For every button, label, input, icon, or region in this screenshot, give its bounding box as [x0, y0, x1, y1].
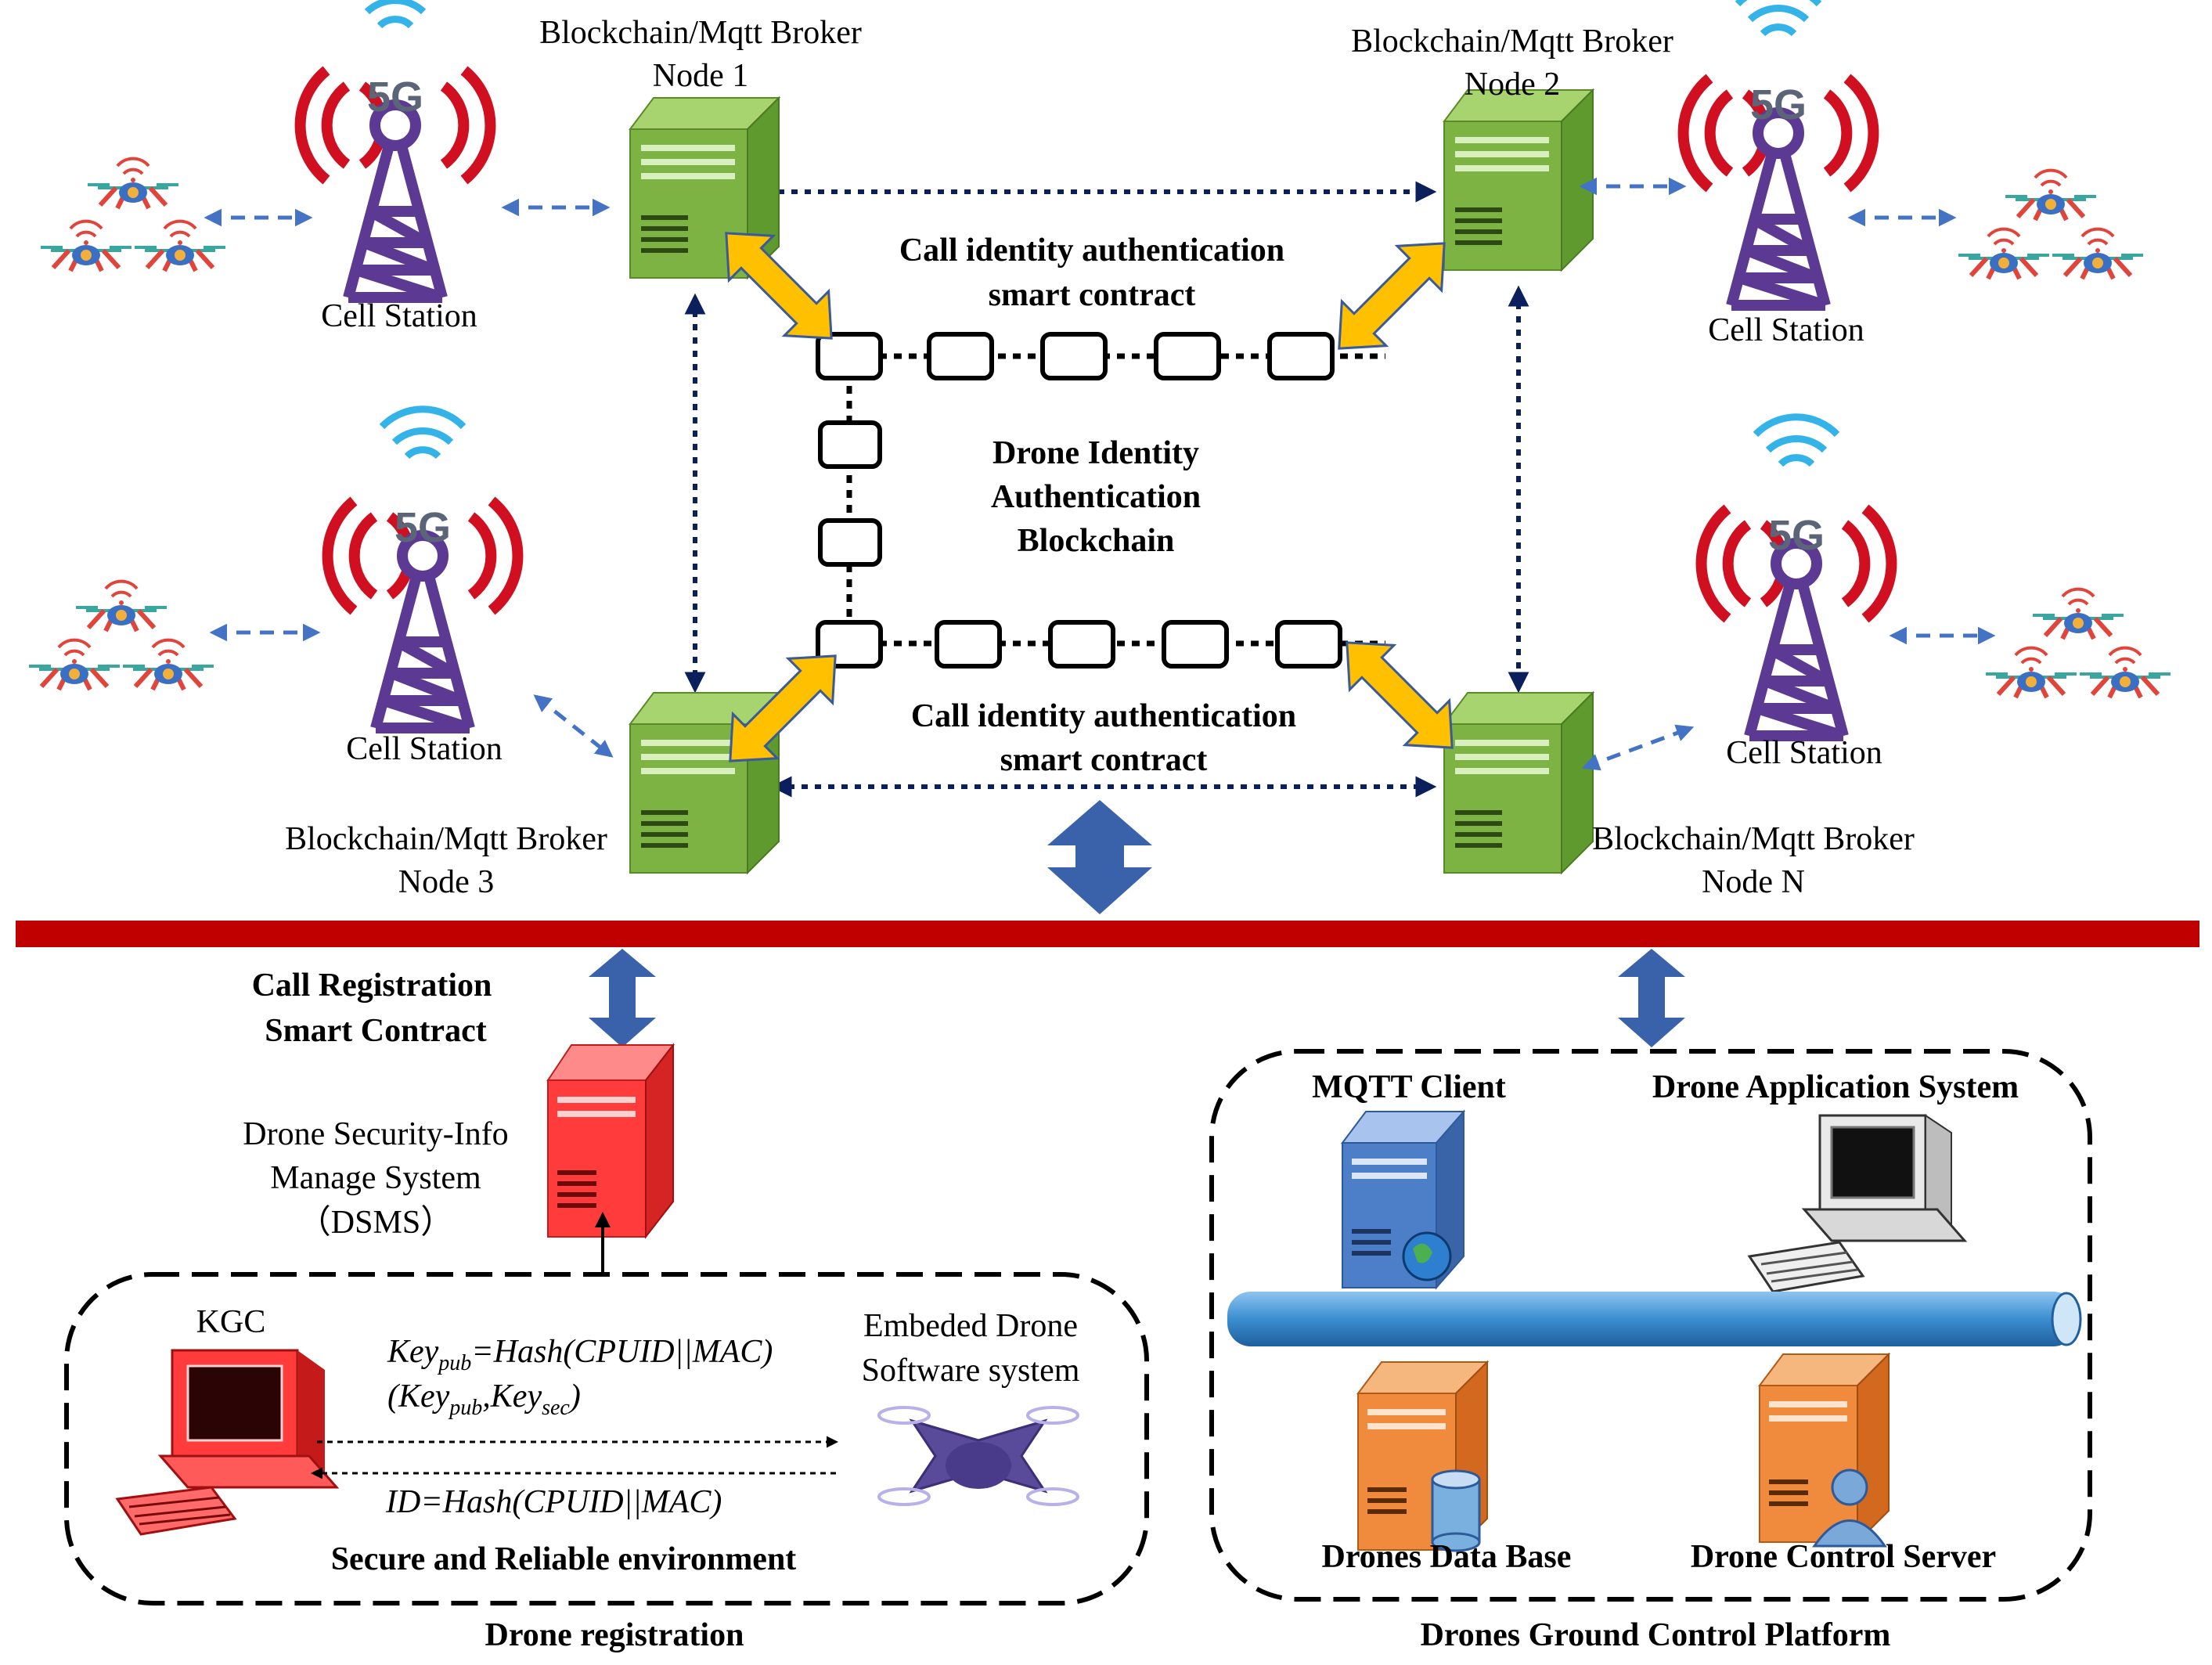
contract-arrow-nodeN: [1346, 641, 1454, 749]
environment-label: Secure and Reliable environment: [331, 1541, 797, 1577]
broker-node-2-server-icon: [1443, 89, 1594, 271]
blockchain-chain: [816, 332, 1385, 669]
formula-pair-close: ): [568, 1378, 581, 1415]
block: [1275, 620, 1342, 669]
embedded-software-line2: Software system: [862, 1353, 1080, 1389]
formula-pair-mid: ,Key: [482, 1378, 542, 1415]
dsms-server-icon: [546, 1043, 675, 1239]
ground-platform-caption: Drones Ground Control Platform: [1421, 1617, 1891, 1653]
embedded-drone-icon: [877, 1406, 1079, 1506]
contract-arrow-node1: [725, 232, 833, 340]
kgc-label: KGC: [196, 1304, 266, 1340]
block: [818, 420, 882, 469]
node-1-label-line1: Blockchain/Mqtt Broker: [539, 15, 862, 51]
bus-arrow-blockchain: [1047, 800, 1152, 914]
formula-key-sub: pub: [437, 1351, 471, 1375]
cell-station-label-tr: Cell Station: [1708, 312, 1864, 348]
registration-contract-line1: Call Registration: [252, 968, 492, 1004]
block: [1048, 620, 1115, 669]
control-server-label: Drone Control Server: [1691, 1539, 1996, 1575]
blockchain-title-line2: Authentication: [991, 479, 1201, 515]
formula-key-pair: (Keypub,Keysec): [387, 1378, 581, 1420]
formula-key-rest: =Hash(CPUID||MAC): [471, 1334, 773, 1370]
node-2-label-line2: Node 2: [1464, 67, 1560, 103]
formula-pair-sub1: pub: [448, 1396, 482, 1420]
node-1-label-line2: Node 1: [653, 58, 748, 94]
block: [816, 332, 883, 380]
drone-swarm-tr: [1958, 171, 2143, 279]
block: [927, 332, 994, 380]
cell-station-bottom-left: 5G: [328, 409, 518, 728]
cell-station-label-tl: Cell Station: [321, 298, 477, 334]
mqtt-client-server-icon: [1341, 1109, 1466, 1290]
cell-station-label-br: Cell Station: [1726, 735, 1882, 771]
broker-node-n-server-icon: [1443, 692, 1594, 874]
node-3-label-line1: Blockchain/Mqtt Broker: [285, 821, 607, 857]
contract-bottom-line1: Call identity authentication: [911, 698, 1296, 734]
app-system-label: Drone Application System: [1652, 1069, 2019, 1105]
cell-station-top-left: 5G: [301, 0, 491, 297]
block: [1040, 332, 1108, 380]
formula-pair-sub2: sec: [542, 1396, 570, 1420]
registration-environment-box: [64, 1272, 1149, 1606]
blockchain-title-line1: Drone Identity: [993, 435, 1199, 471]
block: [1154, 332, 1221, 380]
contract-bottom-line2: smart contract: [1000, 742, 1208, 778]
database-server-icon: [1356, 1360, 1490, 1552]
network-bus: [16, 921, 2199, 947]
dsms-label-line3: （DSMS）: [298, 1205, 453, 1241]
formula-key-pub: Keypub=Hash(CPUID||MAC): [387, 1334, 773, 1375]
contract-arrow-node3: [729, 654, 837, 762]
ground-platform-box: [1209, 1049, 2092, 1602]
contract-top-line1: Call identity authentication: [899, 232, 1284, 268]
formula-pair-open: (Key: [387, 1378, 450, 1415]
contract-arrow-node2: [1338, 242, 1446, 350]
tower-5g-badge: 5G: [1750, 81, 1807, 128]
bus-arrow-ground-platform: [1618, 949, 1685, 1047]
tower-5g-badge: 5G: [1768, 512, 1825, 559]
formula-key-prefix: Key: [387, 1334, 439, 1370]
dsms-label-line1: Drone Security-Info: [243, 1116, 508, 1152]
block: [935, 620, 1002, 669]
drone-swarm-bl: [29, 582, 214, 690]
cell-station-top-right: 5G: [1684, 0, 1874, 305]
registration-contract-line2: Smart Contract: [265, 1013, 486, 1049]
embedded-software-line1: Embeded Drone: [863, 1308, 1078, 1344]
node-n-label-line1: Blockchain/Mqtt Broker: [1592, 821, 1915, 857]
tower-5g-badge: 5G: [367, 74, 423, 121]
block: [818, 518, 882, 567]
contract-top-line2: smart contract: [989, 277, 1196, 313]
registration-caption: Drone registration: [485, 1617, 744, 1653]
link-nodeN-tower-br: [1581, 724, 1695, 771]
block: [1162, 620, 1229, 669]
link-tower-bl-node3: [533, 694, 614, 758]
drone-swarm-tl: [41, 159, 225, 271]
cell-station-label-bl: Cell Station: [346, 731, 503, 767]
formula-id: ID=Hash(CPUID||MAC): [385, 1484, 722, 1520]
cell-station-bottom-right: 5G: [1702, 417, 1892, 736]
app-system-computer-icon: [1747, 1114, 1968, 1293]
blockchain-title-line3: Blockchain: [1018, 523, 1175, 559]
node-3-label-line2: Node 3: [398, 864, 494, 900]
lan-pipe: [1227, 1292, 2082, 1346]
block: [1267, 332, 1335, 380]
database-cylinder-icon: [1431, 1469, 1481, 1552]
kgc-computer-icon: [115, 1349, 340, 1536]
bus-arrow-registration: [589, 949, 656, 1047]
mqtt-client-label: MQTT Client: [1312, 1069, 1506, 1105]
database-label: Drones Data Base: [1322, 1539, 1572, 1575]
tower-5g-badge: 5G: [394, 504, 451, 551]
user-icon: [1812, 1469, 1887, 1548]
node-n-label-line2: Node N: [1702, 864, 1805, 900]
drone-swarm-br: [1986, 589, 2171, 697]
control-server-icon: [1758, 1352, 1891, 1548]
node-2-label-line1: Blockchain/Mqtt Broker: [1351, 23, 1673, 59]
dsms-label-line2: Manage System: [270, 1160, 481, 1196]
